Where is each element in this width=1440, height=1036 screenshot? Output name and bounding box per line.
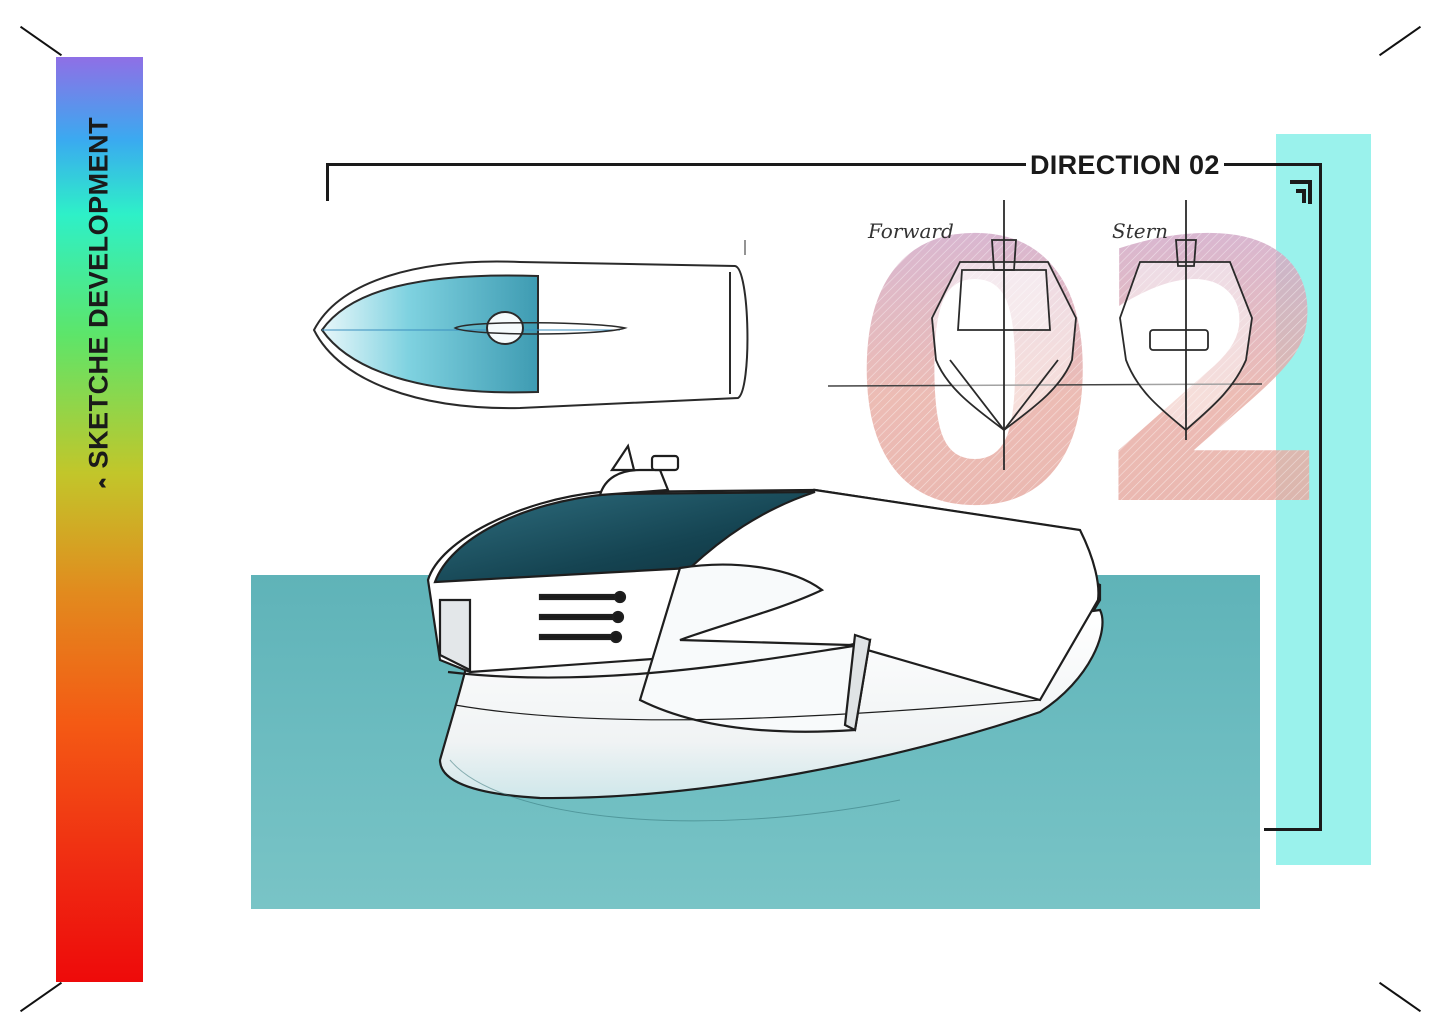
- note-forward: Forward: [867, 219, 954, 243]
- frame-left-tick: [326, 163, 329, 201]
- corner-bracket-icon: [1290, 180, 1312, 204]
- front-view-sketch: [931, 200, 1077, 470]
- note-stern: Stern: [1112, 219, 1168, 243]
- side-vents: [538, 590, 627, 644]
- gradient-sidebar: [56, 57, 143, 982]
- frame-right-line: [1319, 163, 1322, 831]
- frame-top-line: [326, 163, 1322, 166]
- stern-view-sketch: [1119, 200, 1253, 440]
- frame-bottom-tick: [1264, 828, 1322, 831]
- top-view-sketch: [312, 240, 749, 410]
- direction-title: DIRECTION 02: [1026, 147, 1224, 183]
- accent-panel: [1276, 134, 1371, 865]
- perspective-boat-sketch: [426, 443, 1104, 822]
